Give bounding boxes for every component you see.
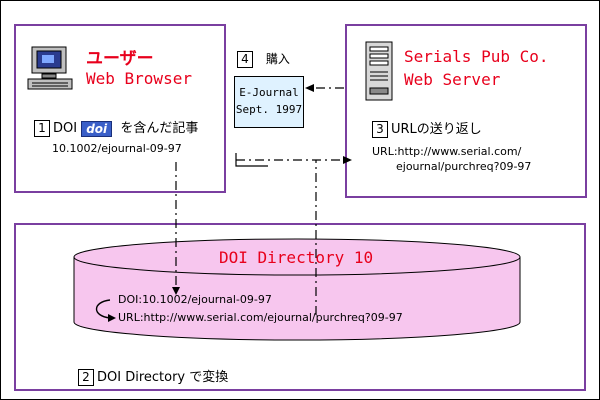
doi-logo-icon: doi: [81, 120, 113, 137]
step-3-number: 3: [372, 121, 388, 138]
directory-doi-entry: DOI:10.1002/ejournal-09-97: [118, 293, 272, 306]
url-return-bracket: [235, 153, 268, 167]
user-title-line1: ユーザー: [86, 49, 154, 69]
conversion-curve: [95, 299, 111, 319]
server-title-line2: Web Server: [404, 70, 501, 89]
user-title-line2: Web Browser: [86, 69, 192, 88]
directory-url-entry: URL:http://www.serial.com/ejournal/purch…: [118, 311, 403, 324]
directory-cylinder-top: [73, 238, 521, 276]
doi-prefix: DOI: [53, 121, 78, 136]
step-4-row: 4 購入: [237, 50, 290, 68]
server-title-line1: Serials Pub Co.: [404, 47, 549, 66]
purchase-arrowhead: [305, 84, 314, 92]
server-url-line1: URL:http://www.serial.com/: [372, 145, 522, 158]
computer-icon: [26, 45, 78, 97]
directory-cylinder-body: [73, 257, 521, 341]
url-return-arrowhead: [343, 156, 352, 164]
step-2-number: 2: [78, 369, 94, 386]
purchase-label: 購入: [265, 52, 290, 66]
convert-label: DOI Directory で変換: [97, 370, 229, 385]
e-journal-box: E-Journal Sept. 1997: [234, 76, 304, 128]
user-doi-value: 10.1002/ejournal-09-97: [52, 142, 182, 155]
server-icon: [362, 40, 396, 106]
doi-suffix: を含んだ記事: [120, 121, 199, 136]
directory-title: DOI Directory 10: [219, 248, 374, 267]
conversion-arrowhead: [108, 314, 116, 322]
server-url-line2: ejournal/purchreq?09-97: [396, 160, 532, 173]
journal-line1: E-Journal: [239, 86, 299, 99]
step-1-number: 1: [34, 120, 50, 137]
doi-lookup-arrowhead: [172, 287, 180, 295]
step-4-number: 4: [237, 51, 253, 68]
journal-line2: Sept. 1997: [235, 103, 303, 116]
return-label: URLの送り返し: [391, 122, 482, 137]
